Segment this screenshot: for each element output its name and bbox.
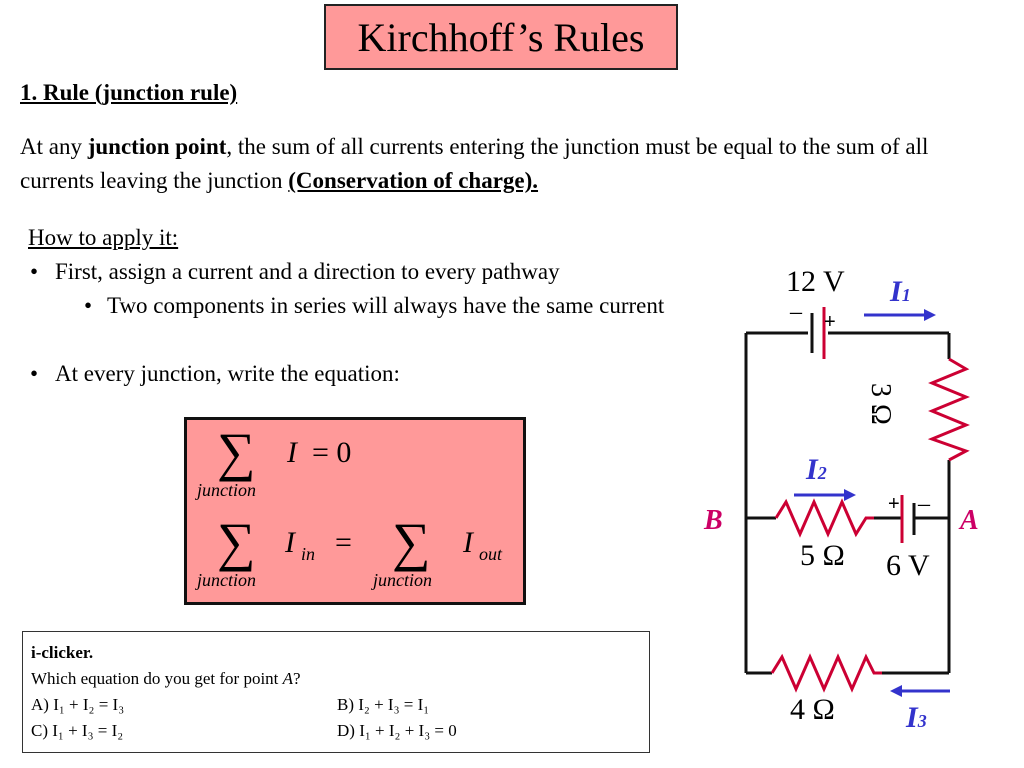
sum-subscript-junction: junction bbox=[371, 570, 432, 590]
current-i3-sub: 3 bbox=[917, 711, 927, 731]
current-i3-var: I bbox=[906, 701, 918, 734]
eq2-equals: = bbox=[335, 526, 352, 559]
battery-12v-icon bbox=[810, 307, 826, 359]
eq1-current: I bbox=[286, 436, 299, 469]
junction-equations: ∑ junction I = 0 ∑ junction I in = ∑ jun… bbox=[195, 422, 503, 590]
circuit-diagram: 12 V – + I1 3 Ω I2 + – B A 5 Ω 6 V 4 Ω I… bbox=[690, 255, 990, 760]
rule-text-bold: junction point bbox=[87, 134, 227, 159]
current-i1-label: I1 bbox=[890, 275, 911, 309]
eq2-current-out: I bbox=[462, 526, 475, 559]
battery-6v-minus: – bbox=[918, 491, 930, 517]
option-a[interactable]: A) I₁ + I₂ = I₃ bbox=[31, 695, 125, 714]
rule-text-pre: At any bbox=[20, 134, 88, 159]
sum-symbol: ∑ bbox=[217, 512, 256, 572]
options-row-1: A) I₁ + I₂ = I₃ B) I₂ + I₃ = I₁ bbox=[31, 692, 641, 718]
current-i2-var: I bbox=[806, 453, 818, 486]
node-b-label: B bbox=[704, 505, 723, 536]
slide-title-text: Kirchhoff’s Rules bbox=[357, 14, 645, 60]
rule-text: At any junction point, the sum of all cu… bbox=[20, 130, 940, 198]
resistor-3ohm-label: 3 Ω bbox=[865, 383, 896, 425]
eq2-current-in: I bbox=[284, 526, 297, 559]
sum-symbol: ∑ bbox=[217, 422, 256, 482]
eq2-subscript-in: in bbox=[301, 544, 315, 564]
sum-subscript-junction: junction bbox=[195, 570, 256, 590]
battery-12v-plus: + bbox=[824, 311, 836, 333]
resistor-4ohm-icon bbox=[770, 653, 882, 693]
battery-6v-label: 6 V bbox=[886, 549, 930, 582]
bullet-text: First, assign a current and a direction … bbox=[55, 259, 560, 284]
bullet-dot: • bbox=[30, 361, 39, 386]
option-c[interactable]: C) I₁ + I₃ = I₂ bbox=[31, 721, 124, 740]
iclicker-question: Which equation do you get for point A? bbox=[31, 666, 641, 692]
resistor-4ohm-label: 4 Ω bbox=[790, 693, 835, 726]
sum-symbol: ∑ bbox=[392, 512, 431, 572]
bullet-text: Two components in series will always hav… bbox=[107, 293, 665, 318]
slide-title: Kirchhoff’s Rules bbox=[324, 4, 678, 70]
bullet-text: At every junction, write the equation: bbox=[55, 361, 400, 386]
junction-equation-box: ∑ junction I = 0 ∑ junction I in = ∑ jun… bbox=[184, 417, 526, 605]
battery-6v-plus: + bbox=[888, 493, 900, 515]
resistor-3ohm-icon bbox=[927, 357, 970, 462]
battery-12v-label: 12 V bbox=[786, 265, 845, 298]
bullet-dot: • bbox=[84, 293, 93, 318]
node-a-label: A bbox=[960, 505, 979, 536]
current-i2-label: I2 bbox=[806, 453, 827, 487]
bullet-write-equation: • At every junction, write the equation: bbox=[30, 357, 400, 391]
current-i3-label: I3 bbox=[906, 701, 927, 735]
question-point: A bbox=[282, 669, 294, 688]
battery-6v-icon bbox=[900, 495, 916, 543]
iclicker-question-box: i-clicker. Which equation do you get for… bbox=[22, 631, 650, 753]
bullet-series-components: • Two components in series will always h… bbox=[84, 289, 674, 323]
how-to-heading: How to apply it: bbox=[28, 225, 179, 250]
resistor-5ohm-icon bbox=[774, 498, 874, 538]
resistor-5ohm-label: 5 Ω bbox=[800, 539, 845, 572]
current-i1-sub: 1 bbox=[901, 285, 911, 305]
iclicker-heading: i-clicker. bbox=[31, 643, 94, 662]
bullet-assign-current: • First, assign a current and a directio… bbox=[30, 255, 560, 289]
sum-subscript-junction: junction bbox=[195, 480, 256, 500]
rule-text-emphasis: (Conservation of charge). bbox=[288, 168, 539, 193]
battery-12v-minus: – bbox=[790, 299, 802, 325]
eq1-rhs: = 0 bbox=[312, 436, 351, 469]
bullet-dot: • bbox=[30, 259, 39, 284]
current-i2-sub: 2 bbox=[817, 463, 827, 483]
question-text: Which equation do you get for point bbox=[31, 669, 283, 688]
options-row-2: C) I₁ + I₃ = I₂ D) I₁ + I₂ + I₃ = 0 bbox=[31, 718, 641, 744]
eq2-subscript-out: out bbox=[479, 544, 503, 564]
circuit-drawing bbox=[744, 307, 970, 697]
current-i1-var: I bbox=[890, 275, 902, 308]
option-b[interactable]: B) I₂ + I₃ = I₁ bbox=[337, 695, 430, 714]
question-mark: ? bbox=[293, 669, 301, 688]
rule-heading: 1. Rule (junction rule) bbox=[20, 80, 238, 105]
option-d[interactable]: D) I₁ + I₂ + I₃ = 0 bbox=[337, 721, 457, 740]
rule-text-mid: , the sum of all currents entering the j… bbox=[20, 134, 929, 193]
